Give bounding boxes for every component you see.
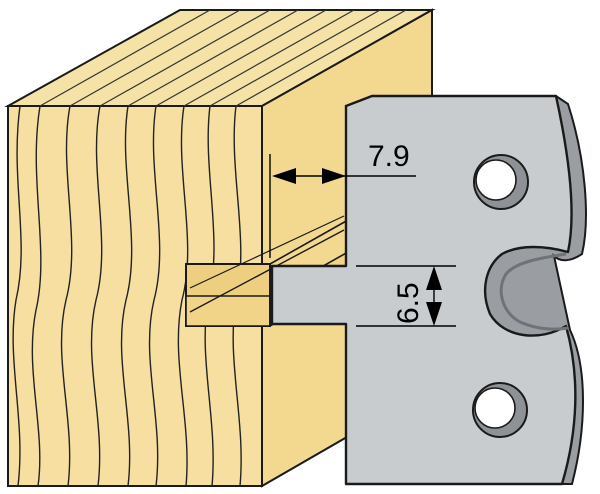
depth-dimension-label: 7.9 — [368, 140, 410, 173]
knife-upper-hole — [473, 154, 529, 210]
depth-dimension: 7.9 — [269, 140, 416, 258]
width-arrow-bottom — [426, 302, 442, 326]
width-dimension-label: 6.5 — [392, 282, 425, 324]
width-arrow-top — [426, 266, 442, 290]
wood-front-face — [7, 105, 263, 487]
wood-top-grain — [39, 9, 407, 107]
knife-lower-hole — [472, 382, 528, 438]
knife-notch-rim — [499, 252, 569, 331]
depth-arrow-left — [272, 168, 296, 184]
profile-knife — [270, 94, 587, 486]
depth-arrow-right — [322, 168, 346, 184]
width-dimension: 6.5 — [356, 265, 456, 327]
wood-groove — [185, 215, 349, 327]
